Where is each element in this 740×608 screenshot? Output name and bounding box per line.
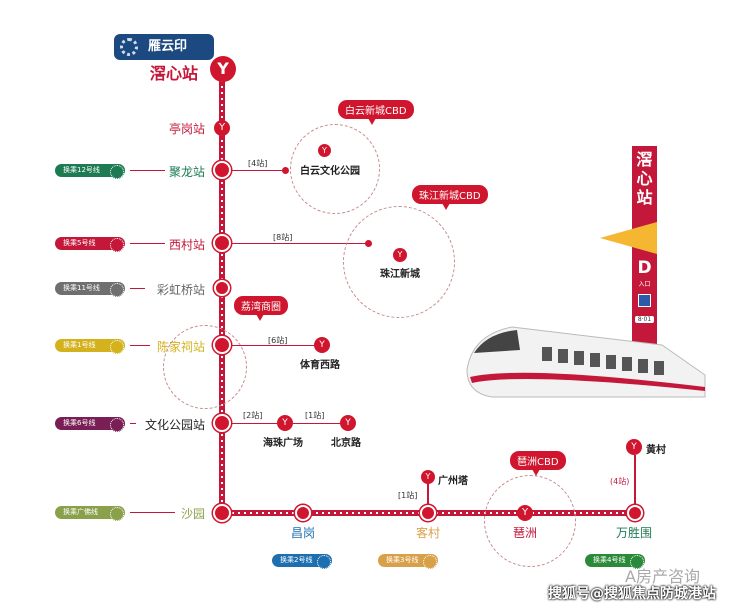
transfer-badge: 换乘12号线 <box>55 164 125 179</box>
station-sign: 滘心站 D 入口 8·01 <box>632 146 657 366</box>
area-circle <box>484 475 576 567</box>
station-name: 客村 <box>416 526 441 540</box>
connector <box>130 170 165 171</box>
connector <box>130 345 150 346</box>
stop-count: [1站] <box>398 491 418 500</box>
station-node <box>627 505 643 521</box>
metro-logo-icon: Y <box>626 439 642 455</box>
station-node <box>213 234 231 252</box>
destination-name: 黄村 <box>646 445 666 456</box>
connector <box>130 288 145 289</box>
area-bubble: 白云新城CBD <box>338 100 414 125</box>
area-bubble: 琶洲CBD <box>510 451 566 476</box>
destination-name: 北京路 <box>331 438 361 449</box>
metro-logo-icon: Y <box>210 56 236 82</box>
station-name: 彩虹桥站 <box>156 283 205 297</box>
branch-line <box>231 345 316 346</box>
branch-line <box>231 170 285 171</box>
station-node <box>213 161 231 179</box>
destination-name: 白云文化公园 <box>300 166 360 177</box>
station-name: 聚龙站 <box>168 165 205 179</box>
branch-line <box>634 455 636 511</box>
watermark-line2: 搜狐号@搜狐焦点防城港站 <box>548 586 716 602</box>
destination-name: 海珠广场 <box>263 438 303 449</box>
sign-entrance: D <box>637 258 652 278</box>
station-name: 万胜围 <box>616 526 653 540</box>
logo: 雁云印 <box>114 34 214 60</box>
branch-line <box>231 243 368 244</box>
transfer-badge: 换乘11号线 <box>55 282 125 297</box>
area-circle <box>163 325 247 409</box>
sign-entrance-sub: 入口 <box>638 281 651 288</box>
sign-flag <box>600 222 657 254</box>
transfer-badge: 换乘4号线 <box>585 554 645 569</box>
station-node <box>214 280 230 296</box>
destination-name: 珠江新城 <box>380 269 420 280</box>
area-circle <box>343 206 455 318</box>
watermark-line1: A房产咨询 <box>625 567 700 586</box>
station-node <box>213 414 231 432</box>
stop-count: [4站] <box>248 159 268 168</box>
branch-line <box>427 480 429 510</box>
metro-logo-icon: Y <box>318 144 331 157</box>
transfer-badge: 换乘2号线 <box>272 554 332 569</box>
area-bubble: 荔湾商圈 <box>234 296 288 321</box>
stop-count: [2站] <box>243 411 263 420</box>
origin-station-name: 滘心站 <box>150 64 199 83</box>
transfer-badge: 换乘5号线 <box>55 237 125 252</box>
area-bubble: 珠江新城CBD <box>412 185 488 210</box>
metro-logo-icon: Y <box>340 415 356 431</box>
metro-logo-icon: Y <box>314 337 330 353</box>
stop-count: [6站] <box>268 336 288 345</box>
transfer-badge: 换乘3号线 <box>378 554 438 569</box>
station-name: 文化公园站 <box>144 418 205 432</box>
connector <box>130 423 136 424</box>
metro-logo-icon: Y <box>393 248 407 262</box>
station-name: 沙园 <box>180 507 205 521</box>
area-circle <box>290 124 380 214</box>
branch-end-dot <box>282 167 289 174</box>
station-node <box>420 505 436 521</box>
station-name: 西村站 <box>168 238 205 252</box>
destination-name: 体育西路 <box>300 360 340 371</box>
station-name: 亭岗站 <box>168 122 205 136</box>
destination-name: 广州塔 <box>438 476 468 487</box>
stop-count: (4站) <box>610 477 630 486</box>
sign-station-name: 滘心站 <box>636 150 653 207</box>
station-node <box>295 505 311 521</box>
transfer-badge: 换乘广佛线 <box>55 506 125 521</box>
transfer-badge: 换乘1号线 <box>55 339 125 354</box>
station-node <box>213 504 231 522</box>
metro-symbol-icon <box>638 294 651 307</box>
sign-code: 8·01 <box>635 316 654 323</box>
stop-count: [8站] <box>273 233 293 242</box>
logo-emblem-icon <box>120 38 138 56</box>
station-name: 昌岗 <box>291 526 316 540</box>
stop-count: [1站] <box>305 411 325 420</box>
transfer-badge: 换乘6号线 <box>55 417 125 432</box>
train-illustration <box>466 326 706 398</box>
metro-logo-icon: Y <box>277 415 293 431</box>
connector <box>130 512 175 513</box>
metro-logo-icon: Y <box>421 470 435 484</box>
connector <box>130 243 165 244</box>
metro-logo-icon: Y <box>214 120 230 136</box>
